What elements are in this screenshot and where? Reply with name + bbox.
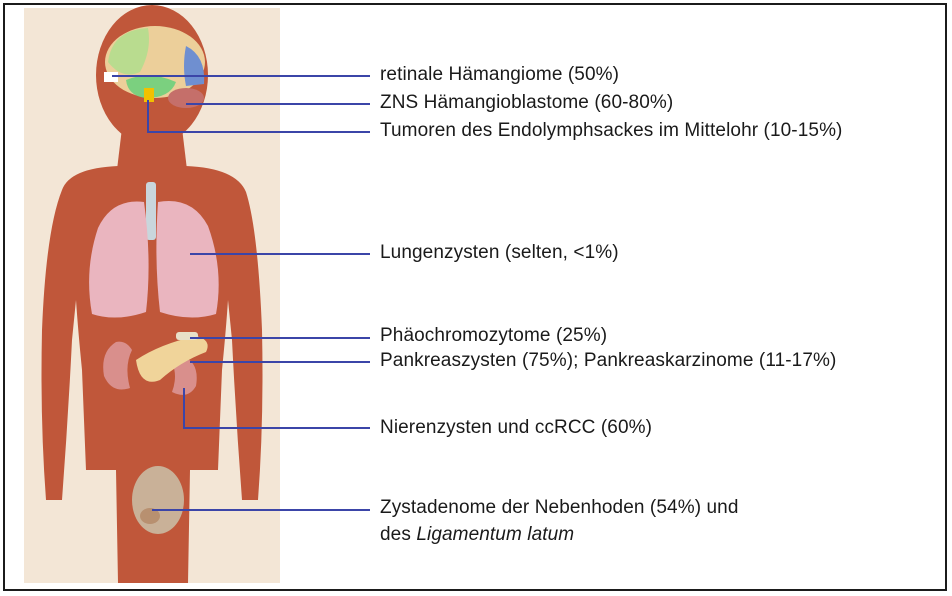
label-cystadenoma-line2: des Ligamentum latum <box>380 524 574 546</box>
label-ligamentum-latum: Ligamentum latum <box>416 524 574 545</box>
label-cystadenoma-line1: Zystadenome der Nebenhoden (54%) und <box>380 497 739 519</box>
label-cystadenoma-prefix: des <box>380 524 416 545</box>
label-retinal-hemangioma: retinale Hämangiome (50%) <box>380 64 619 86</box>
label-lung-cysts: Lungenzysten (selten, <1%) <box>380 242 619 264</box>
endolymph-sac-marker <box>144 88 154 102</box>
label-kidney: Nierenzysten und ccRCC (60%) <box>380 417 652 439</box>
trachea <box>146 182 156 240</box>
label-pheochromocytoma: Phäochromozytome (25%) <box>380 325 607 347</box>
label-endolymph-tumor: Tumoren des Endolymphsackes im Mittelohr… <box>380 120 843 142</box>
label-pancreas: Pankreaszysten (75%); Pankreaskarzinome … <box>380 350 836 372</box>
label-cns-hemangioblastoma: ZNS Hämangioblastome (60-80%) <box>380 92 673 114</box>
pelvic-organ <box>132 466 184 534</box>
